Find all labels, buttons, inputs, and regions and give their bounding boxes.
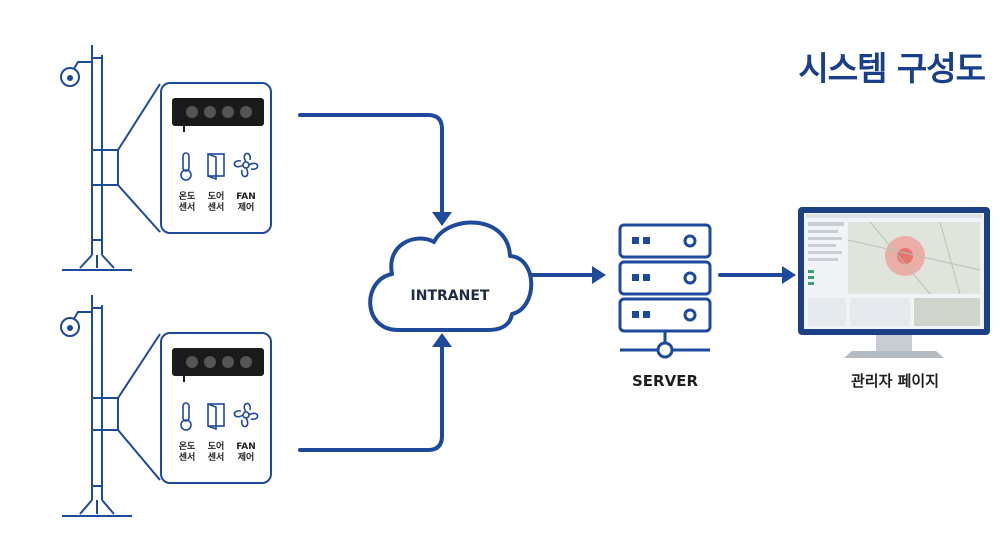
sensor-label-fan: FAN 제어: [236, 192, 256, 213]
sensor-label-temperature: 온도 센서: [178, 442, 196, 463]
arrow-bottom: [298, 345, 444, 452]
sensor-label-temperature: 온도 센서: [178, 192, 196, 213]
thermometer-icon: [180, 402, 192, 431]
intranet-label: INTRANET: [410, 288, 490, 304]
intranet-cloud: [368, 220, 534, 332]
fan-icon: [233, 402, 259, 428]
thermometer-icon: [180, 152, 192, 181]
server-icon: [618, 223, 712, 359]
door-icon: [207, 153, 225, 181]
server-label: SERVER: [631, 372, 698, 390]
power-strip-icon: [172, 348, 264, 382]
door-icon: [207, 403, 225, 431]
power-strip-icon: [172, 98, 264, 132]
arrow-top: [298, 113, 444, 214]
monitor-icon: [798, 207, 990, 358]
diagram-title: 시스템 구성도: [798, 49, 986, 88]
pole-2: [62, 295, 161, 517]
pole-1: [62, 45, 161, 271]
fan-icon: [233, 152, 259, 178]
sensor-label-fan: FAN 제어: [236, 442, 256, 463]
sensor-label-door: 도어 센서: [207, 442, 225, 463]
admin-page-label: 관리자 페이지: [850, 372, 940, 390]
sensor-label-door: 도어 센서: [207, 192, 225, 213]
